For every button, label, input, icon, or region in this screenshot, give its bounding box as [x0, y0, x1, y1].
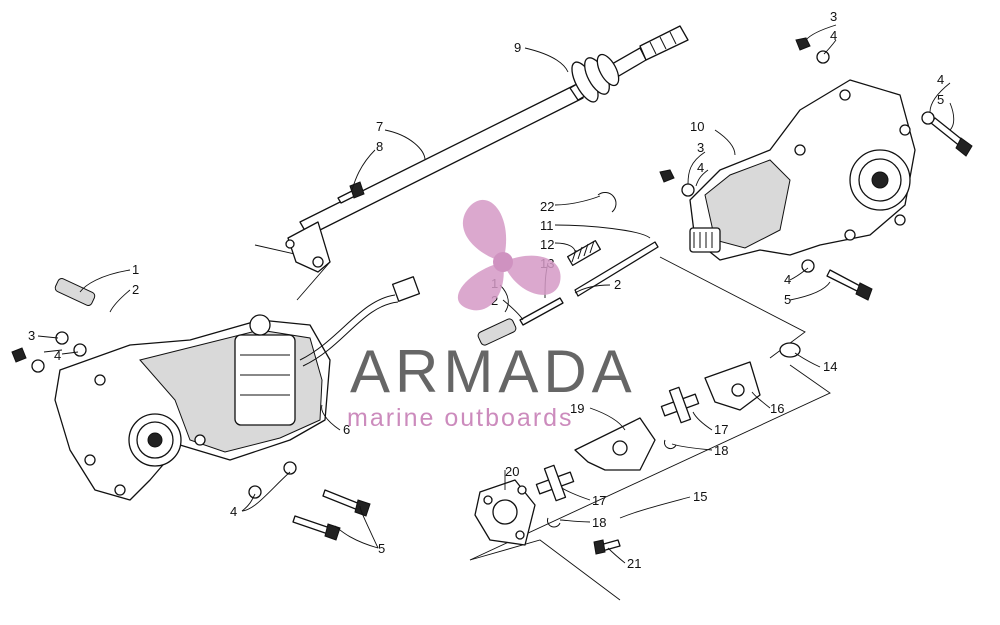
callout-1-front: 1	[132, 262, 139, 277]
callout-18-lower: 18	[592, 515, 606, 530]
callout-3-rear-top: 3	[830, 9, 837, 24]
callout-6: 6	[343, 422, 350, 437]
callout-9: 9	[514, 40, 521, 55]
callout-3-front: 3	[28, 328, 35, 343]
driveline-couplings	[474, 361, 761, 546]
callout-8: 8	[376, 139, 383, 154]
callout-18-upper: 18	[714, 443, 728, 458]
callout-4-front-upper: 4	[54, 348, 61, 363]
callout-17-lower: 17	[592, 493, 606, 508]
callout-22: 22	[540, 199, 554, 214]
drive-shaft	[285, 25, 689, 273]
callout-15: 15	[693, 489, 707, 504]
callout-5-rear-bottom: 5	[784, 292, 791, 307]
callout-4-rear-mid: 4	[697, 160, 704, 175]
callout-4-front-lower: 4	[230, 504, 237, 519]
watermark: ARMADA marine outboards	[347, 199, 637, 432]
callout-14: 14	[823, 359, 837, 374]
springs	[54, 278, 517, 346]
callout-7: 7	[376, 119, 383, 134]
callout-12: 12	[540, 237, 554, 252]
callout-5-front: 5	[378, 541, 385, 556]
callout-2-front: 2	[132, 282, 139, 297]
callout-17-upper: 17	[714, 422, 728, 437]
callout-20: 20	[505, 464, 519, 479]
shift-shaft-assembly	[519, 191, 659, 326]
callout-10: 10	[690, 119, 704, 134]
front-gear-case	[54, 276, 421, 501]
rear-gear-case	[689, 79, 916, 261]
callout-21: 21	[627, 556, 641, 571]
callout-4-rear-bottom: 4	[784, 272, 791, 287]
callout-2-shaft: 2	[614, 277, 621, 292]
callout-4-rear-right: 4	[937, 72, 944, 87]
callout-3-rear-mid: 3	[697, 140, 704, 155]
propeller-logo	[457, 199, 561, 311]
callout-16: 16	[770, 401, 784, 416]
leader-lines	[37, 24, 955, 564]
watermark-tagline: marine outboards	[347, 404, 574, 432]
callout-4-rear-top: 4	[830, 28, 837, 43]
callout-19: 19	[570, 401, 584, 416]
watermark-brand: ARMADA	[350, 338, 637, 405]
callout-11: 11	[540, 218, 554, 233]
callout-5-rear-right: 5	[937, 92, 944, 107]
